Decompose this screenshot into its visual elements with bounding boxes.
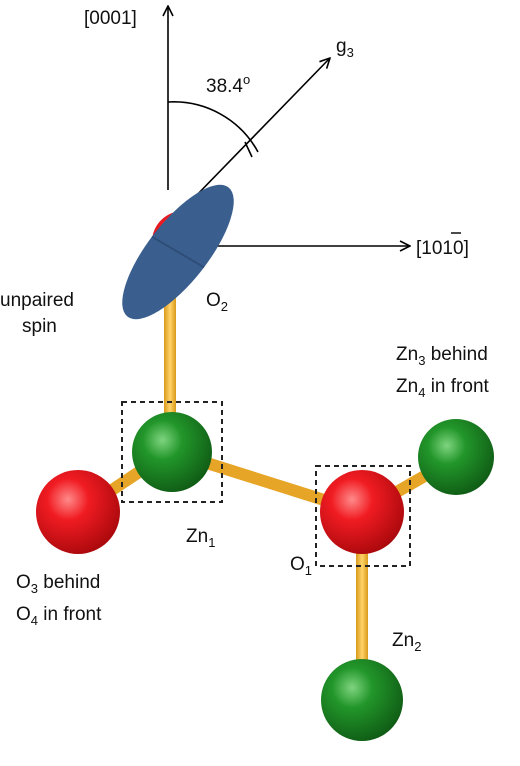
angle-arc <box>167 101 259 153</box>
axis-0001-label: [0001] <box>84 8 137 29</box>
highlight-box-zn1 <box>121 401 223 503</box>
zn34-label-line1: Zn3 behind <box>396 344 488 368</box>
o2-label: O2 <box>206 290 228 314</box>
atom-o1 <box>320 470 404 554</box>
unpaired-spin-label-line2: spin <box>22 316 57 337</box>
zn34-label-line2: Zn4 in front <box>396 376 490 400</box>
overbar-digit: 1 <box>442 238 453 259</box>
atom-o3 <box>36 470 120 554</box>
atom-zn34 <box>418 419 494 495</box>
o34-label-line2: O4 in front <box>16 604 102 628</box>
zn1-label: Zn1 <box>186 526 215 550</box>
atom-zn2 <box>321 659 403 741</box>
o1-label: O1 <box>290 554 312 578</box>
highlight-box-o1 <box>315 465 411 567</box>
g3-arrow <box>191 58 330 201</box>
angle-label: 38.4o <box>206 72 250 97</box>
angle-arc-tick <box>244 141 253 158</box>
unpaired-spin-orbital <box>122 184 234 320</box>
bond-o1-zn2 <box>356 512 368 690</box>
o34-label-line1: O3 behind <box>16 572 100 596</box>
axis-1010-label: [1010] <box>416 238 469 259</box>
unpaired-spin-label-line1: unpaired <box>0 290 74 311</box>
zn2-label: Zn2 <box>392 630 421 654</box>
atom-zn1 <box>132 412 212 492</box>
g3-label: g3 <box>336 36 354 60</box>
bond-o2-zn1 <box>164 262 176 442</box>
